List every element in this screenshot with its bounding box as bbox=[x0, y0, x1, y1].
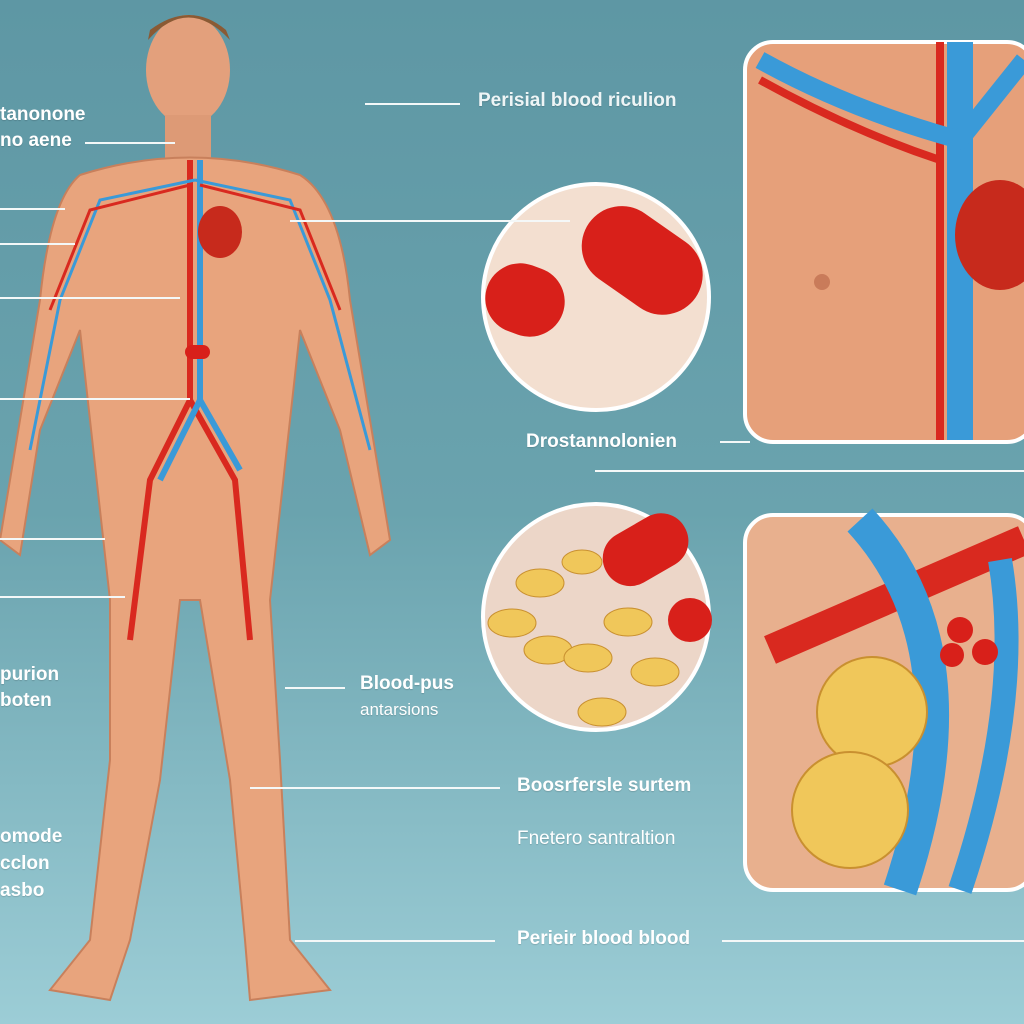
left-label: no aene bbox=[0, 130, 72, 151]
capsule-inset bbox=[481, 182, 711, 412]
leader-line bbox=[720, 441, 750, 443]
leader-line bbox=[365, 103, 460, 105]
leader-line bbox=[0, 398, 190, 400]
leader-line bbox=[0, 596, 125, 598]
heart-icon bbox=[198, 206, 242, 258]
left-label: omode bbox=[0, 826, 63, 847]
left-label: purion bbox=[0, 664, 60, 685]
label-middle: Drostannolonien bbox=[526, 431, 677, 452]
leader-line bbox=[295, 940, 495, 942]
human-figure bbox=[0, 15, 392, 1002]
leader-line bbox=[285, 687, 345, 689]
chest-detail-box bbox=[743, 40, 1024, 444]
leader-line bbox=[290, 220, 570, 222]
left-label: tanonone bbox=[0, 104, 86, 125]
leader-line bbox=[85, 142, 175, 144]
left-label: cclon bbox=[0, 853, 50, 874]
label-sub-system: Fnetero santraltion bbox=[517, 828, 676, 849]
leader-line bbox=[0, 297, 180, 299]
leader-line bbox=[0, 208, 65, 210]
label-top: Perisial blood riculion bbox=[478, 90, 677, 111]
label-bottom: Perieir blood blood bbox=[517, 928, 691, 949]
leader-line bbox=[722, 940, 1024, 942]
label-pills-title: Blood-pus bbox=[360, 673, 454, 694]
label-system: Boosrfersle surtem bbox=[517, 775, 692, 796]
left-label: asbo bbox=[0, 880, 45, 901]
leader-line bbox=[250, 787, 500, 789]
tablets-inset bbox=[481, 502, 712, 732]
leader-line bbox=[0, 243, 75, 245]
leader-line bbox=[0, 538, 105, 540]
left-label: boten bbox=[0, 690, 52, 711]
label-pills-sub: antarsions bbox=[360, 700, 439, 719]
leader-line bbox=[595, 470, 1024, 472]
vessel-detail-box bbox=[743, 508, 1024, 896]
